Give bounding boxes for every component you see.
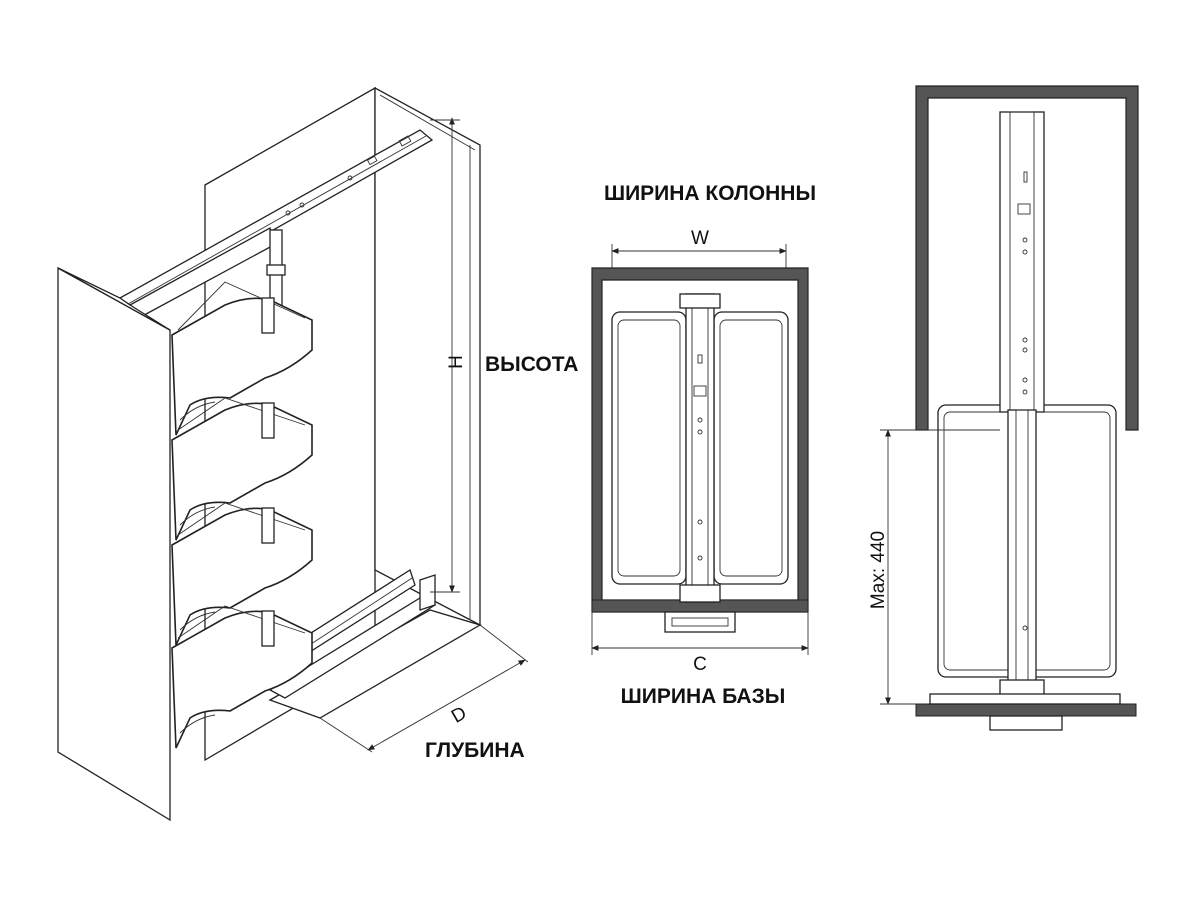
side-base-foot — [989, 715, 1063, 731]
depth-letter: D — [448, 703, 470, 728]
side-bottom-bar — [915, 703, 1137, 717]
side-view: Max: 440 — [868, 85, 1139, 731]
max-height-label: Max: 440 — [868, 531, 889, 609]
front-view: ШИРИНА КОЛОННЫ W C ШИРИНА БАЗЫ — [591, 182, 816, 708]
column-width-title: ШИРИНА КОЛОННЫ — [604, 182, 816, 205]
isometric-cabinet-view: H ВЫСОТА D ГЛУБИНА — [57, 86, 578, 822]
basket-2 — [171, 397, 313, 541]
depth-dimension — [319, 624, 529, 753]
width-letter: W — [691, 228, 709, 249]
basket-3 — [171, 502, 313, 646]
side-column — [999, 111, 1045, 413]
height-label: ВЫСОТА — [485, 353, 578, 376]
basket-1 — [171, 281, 313, 436]
height-letter: H — [446, 355, 467, 369]
base-width-letter: C — [693, 654, 707, 675]
depth-label: ГЛУБИНА — [425, 739, 525, 762]
base-width-title: ШИРИНА БАЗЫ — [621, 685, 786, 708]
height-dimension — [430, 117, 460, 593]
base-foot — [664, 611, 736, 633]
basket-4 — [171, 605, 313, 749]
right-panel — [713, 311, 789, 585]
cabinet-front-door — [57, 266, 171, 822]
bottom-slide-rail — [268, 569, 437, 699]
left-panel — [611, 311, 687, 585]
